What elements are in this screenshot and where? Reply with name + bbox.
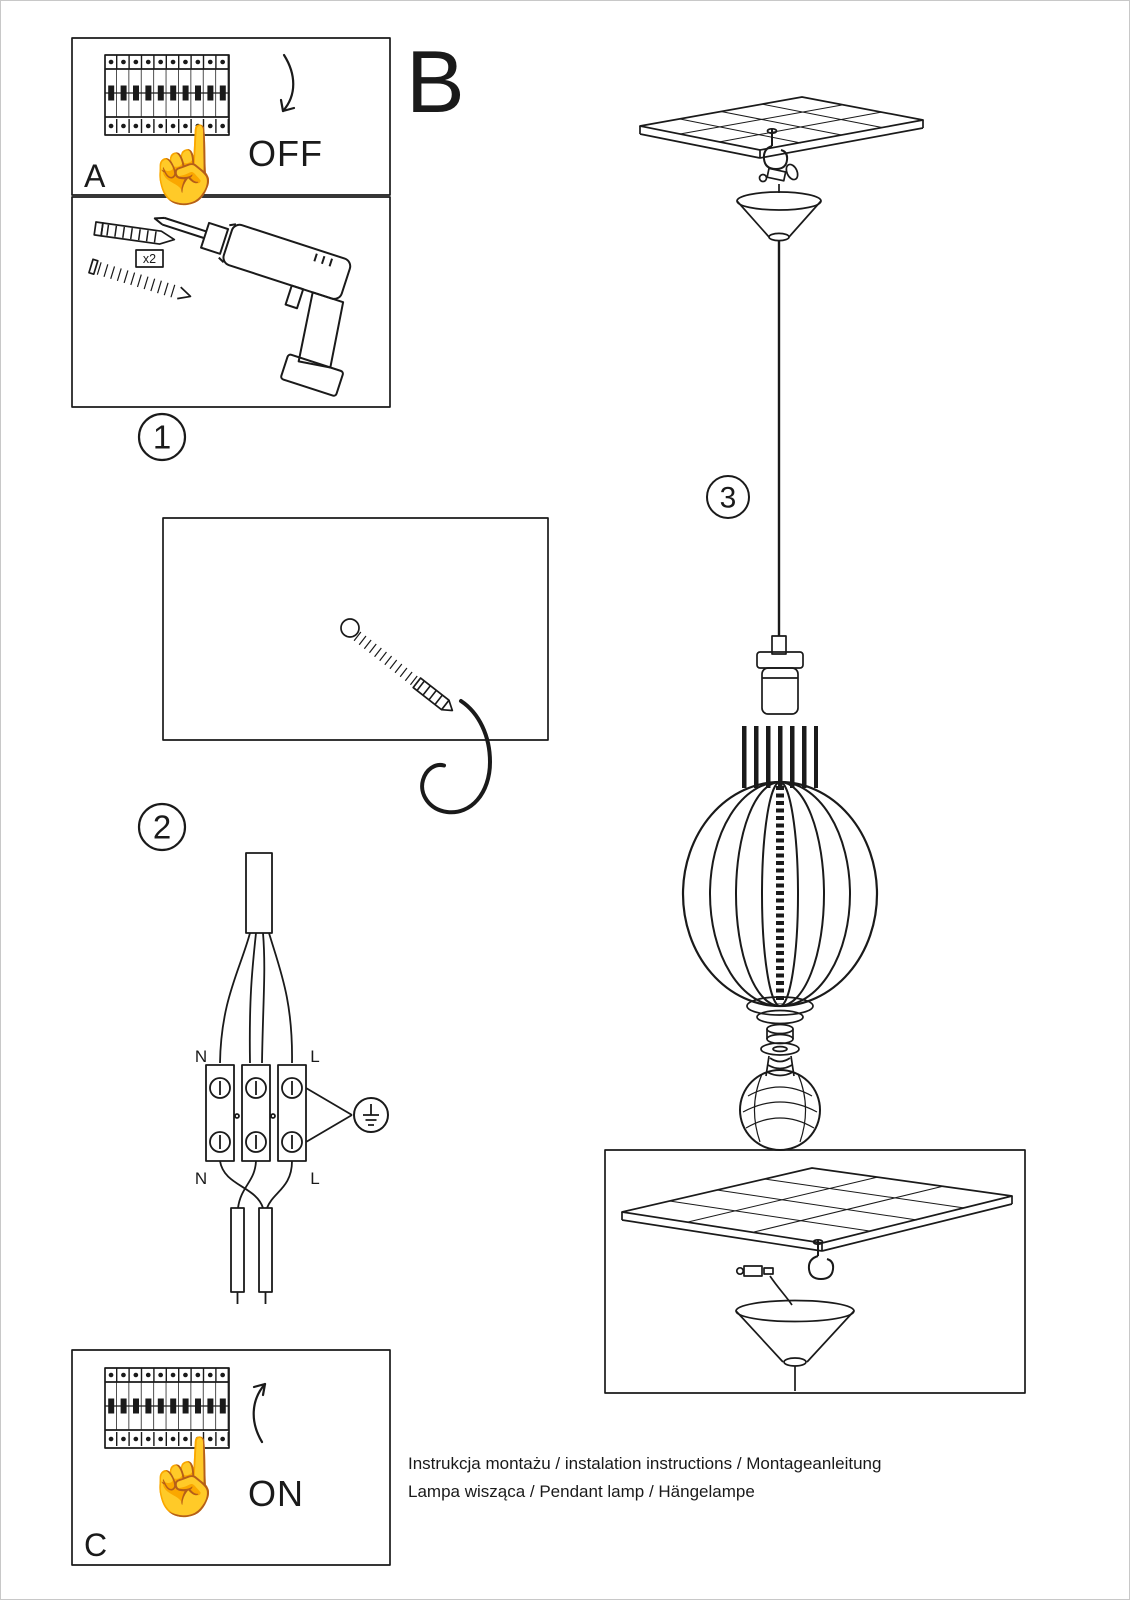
tools-panel [71,196,391,408]
wire-label-n-top: N [195,1047,207,1066]
cord-grip-illustration [758,163,799,193]
screw-illustration [88,258,192,300]
wire-label-n-bottom: N [195,1169,207,1188]
footer-product-line: Lampa wisząca / Pendant lamp / Hängelamp… [408,1482,755,1501]
step-2-number: 2 [153,809,171,846]
ceiling-canopy-cone [736,191,822,242]
pointing-hand-icon: ☝ [140,120,232,209]
wiring-diagram [205,852,389,1304]
anchor-qty-label: x2 [143,252,156,266]
pendant-assembly [639,96,924,1151]
cable-end-right [258,1207,273,1293]
installed-ceiling-panel [621,1167,1013,1252]
footer-instructions-line: Instrukcja montażu / instalation instruc… [408,1454,881,1473]
installed-hook-icon [807,1240,835,1280]
ceiling-hook-illustration [420,699,492,815]
section-c-panel [71,1350,391,1566]
pointing-hand-icon-2: ☝ [140,1432,232,1521]
step-3-badge [706,475,750,519]
drill-illustration [153,216,352,397]
wall-anchor-illustration [93,221,176,245]
anchor-qty-badge [135,249,164,268]
mounting-detail-panel [162,517,549,815]
lamp-socket-illustration [756,635,804,715]
wire-label-l-top: L [310,1047,319,1066]
section-c-label: C [84,1527,107,1563]
line-art [71,37,1026,1566]
off-arrow-icon [279,53,296,113]
hanging-hook-icon [762,129,789,170]
ceiling-panel-illustration [639,96,924,159]
section-a-panel [71,37,391,196]
cable-end-left [230,1207,245,1293]
cable-sheath [245,852,273,934]
section-a-label: A [84,158,106,194]
breaker-panel-illustration [104,54,232,136]
locking-ring-illustration [760,1023,800,1056]
step-1-badge [137,412,187,462]
installed-cord-grip [735,1265,793,1306]
installed-canopy-cone [735,1299,855,1391]
wire-label-l-bottom: L [310,1169,319,1188]
terminal-block [205,1064,307,1162]
on-arrow-icon [252,1382,267,1444]
step-3-number: 3 [720,482,737,515]
wooden-cage-shade [681,726,879,1025]
off-label: OFF [248,133,323,174]
ground-symbol [305,1087,389,1143]
on-label: ON [248,1473,304,1514]
step-2-badge [137,802,187,852]
section-b-label: B [406,32,465,131]
hook-screw-illustration [353,631,454,712]
step-1-number: 1 [153,419,171,456]
light-bulb-illustration [739,1055,821,1151]
installed-view-panel [604,1149,1026,1394]
